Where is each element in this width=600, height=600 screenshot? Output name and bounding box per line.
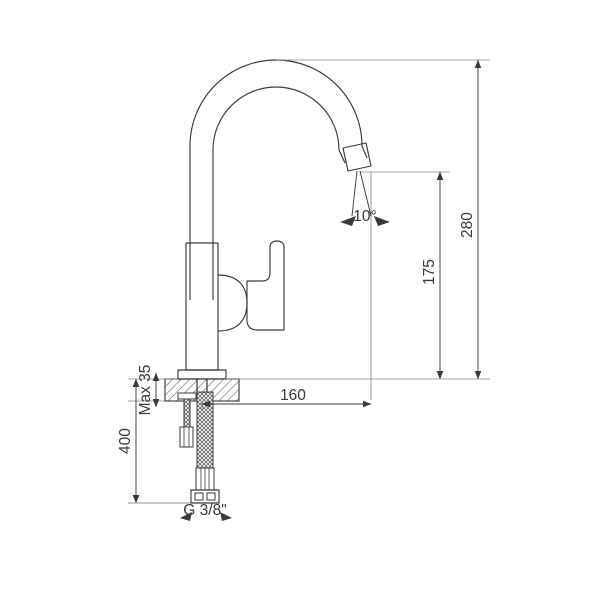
dimension-spout-reach: 160 bbox=[201, 387, 372, 408]
dimension-spout-height: 175 bbox=[421, 171, 444, 380]
callout-thread-size: G 3/8" bbox=[128, 502, 232, 521]
hex-face-right bbox=[206, 492, 216, 501]
dimension-hose-length: 400 bbox=[117, 378, 140, 504]
dimension-label-160: 160 bbox=[280, 387, 306, 404]
braided-hose bbox=[196, 391, 214, 469]
dimension-max-deck-thickness: Max 35 bbox=[137, 365, 160, 416]
aerator-band bbox=[342, 142, 372, 172]
rod-sleeve bbox=[179, 426, 194, 448]
angle-arrow-right bbox=[374, 216, 390, 226]
dimension-outlet-angle: 10° bbox=[340, 170, 390, 226]
gooseneck-inner-arc bbox=[212, 86, 346, 300]
lever-handle bbox=[246, 240, 285, 331]
faucet-body-outline bbox=[177, 59, 372, 380]
angle-arrow-left bbox=[340, 216, 356, 226]
dimension-label-400: 400 bbox=[117, 428, 134, 454]
hex-face-left bbox=[194, 492, 204, 501]
threaded-rod bbox=[183, 394, 191, 428]
escutcheon-plate bbox=[177, 369, 227, 380]
dimension-label-thread: G 3/8" bbox=[183, 502, 226, 519]
dimension-total-height: 280 bbox=[459, 59, 482, 380]
supply-assembly bbox=[177, 391, 220, 504]
dimension-label-280: 280 bbox=[459, 212, 476, 238]
rod-bracket bbox=[177, 392, 197, 400]
dimension-label-175: 175 bbox=[421, 259, 438, 285]
thread-arrow-left bbox=[180, 512, 192, 521]
dimension-label-10deg: 10° bbox=[353, 208, 376, 225]
gooseneck-outer-arc bbox=[189, 59, 368, 300]
thread-arrow-right bbox=[220, 512, 232, 521]
dimension-label-max35: Max 35 bbox=[137, 365, 154, 416]
swivel-joint bbox=[217, 274, 248, 332]
